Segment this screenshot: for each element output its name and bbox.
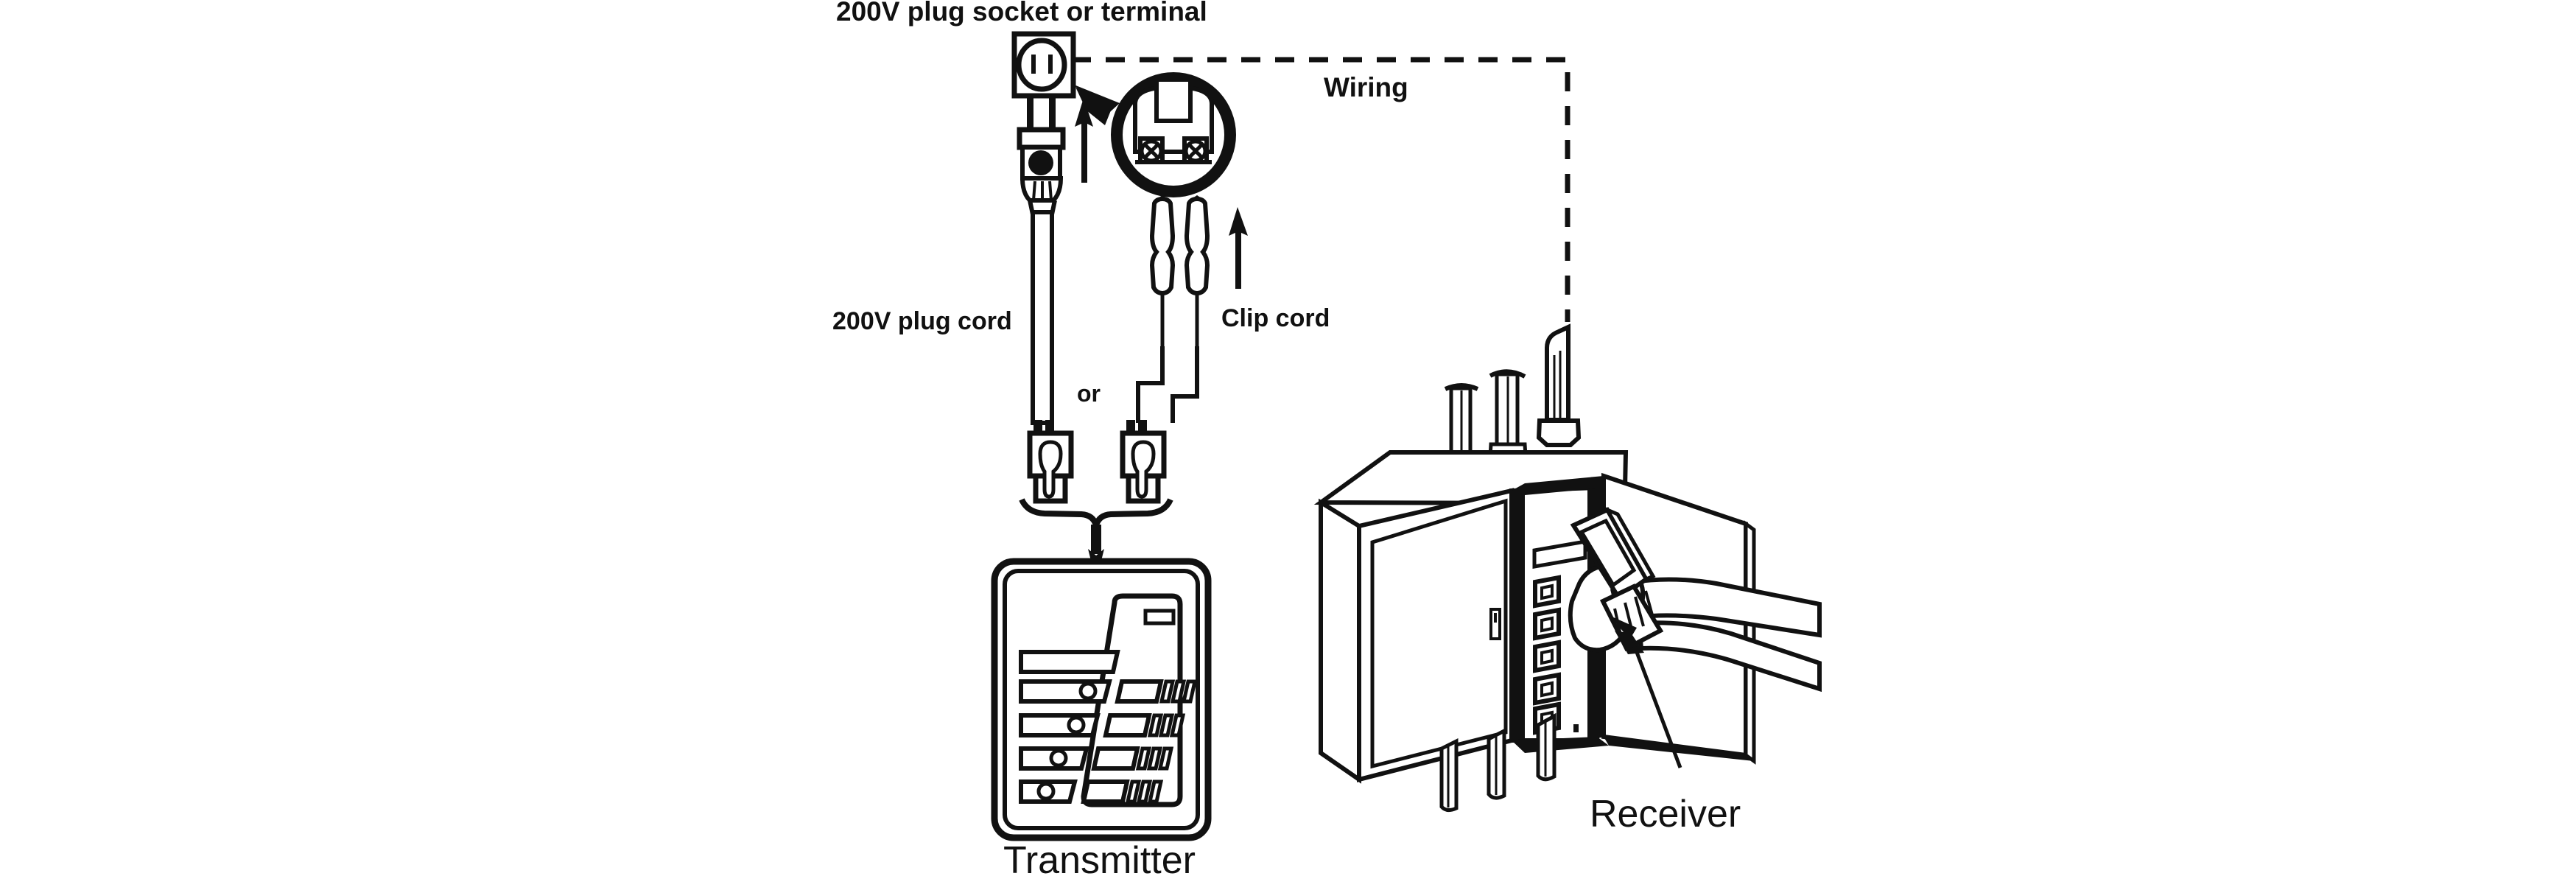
receiver-leader-line: [1631, 642, 1682, 768]
transmitter-label: Transmitter: [1003, 839, 1196, 876]
wiring-label: Wiring: [1324, 72, 1408, 102]
transmitter-display-window: [1143, 609, 1176, 626]
cabinet-door-handle: [1489, 608, 1501, 640]
panel-terminal-group: [1533, 575, 1561, 735]
socket-icon: [1011, 31, 1076, 99]
connector-right-icon: [1120, 420, 1167, 504]
plug-icon: [1017, 97, 1066, 425]
clip-cord-label: Clip cord: [1221, 304, 1330, 332]
cabinet-leg-group: [1439, 712, 1557, 813]
cabinet-assembly: [1313, 323, 1822, 813]
socket-title-label: 200V plug socket or terminal: [836, 0, 1207, 27]
connector-left-icon: [1027, 420, 1074, 504]
panel-label-slot: [1532, 539, 1587, 569]
clip-attach-arrow-icon: [1229, 207, 1248, 289]
hand-with-receiver: [1568, 505, 1822, 693]
plug-cord-label: 200V plug cord: [832, 307, 1012, 335]
or-label: or: [1077, 380, 1101, 407]
clip-cord-path: [1136, 346, 1199, 423]
transmitter-device: [991, 558, 1212, 841]
clip-pair-icon: [1149, 195, 1210, 346]
plug-insert-arrow-icon: [1075, 98, 1093, 183]
terminal-detail-circle: [1074, 72, 1236, 197]
receiver-label: Receiver: [1590, 793, 1741, 835]
